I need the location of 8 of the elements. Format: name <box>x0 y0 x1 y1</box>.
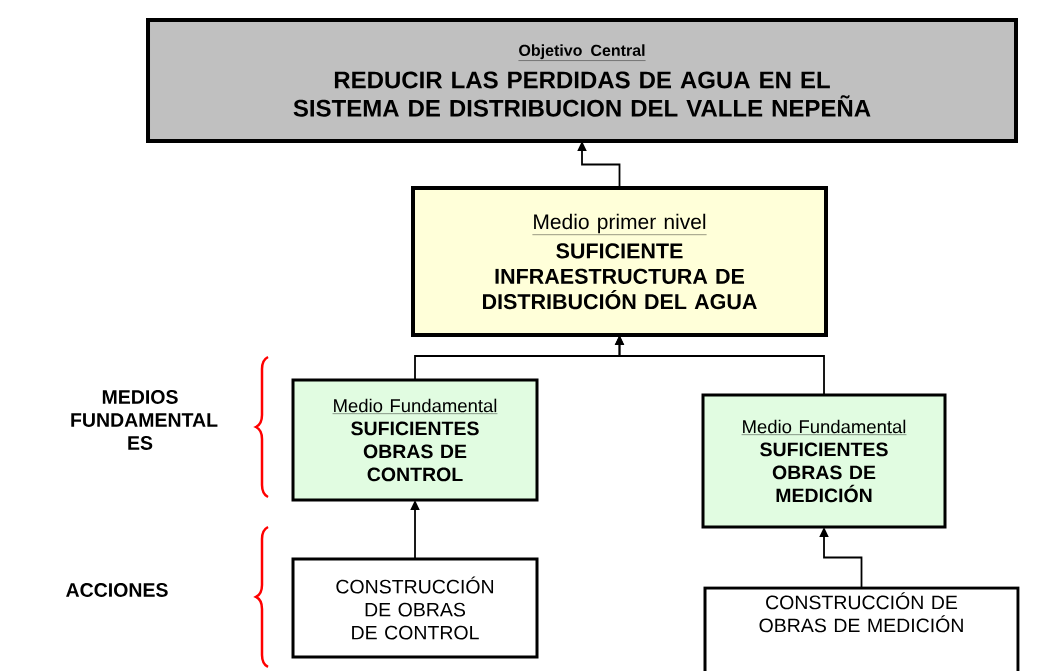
box: Medio primer nivel SUFICIENTE INFRAESTRUCTURA DE DISTRIBUCIÓN DEL AGUA <box>411 186 828 337</box>
side-label: MEDIOS FUNDAMENTAL ES <box>71 390 218 450</box>
box: Medio Fundamental SUFICIENTES OBRAS DE CONTROL <box>291 378 539 502</box>
box: Objetivo Central REDUCIR LAS PERDIDAS DE AGUA EN EL SISTEMA DE DISTRIBUCION DEL VALLE NEPEÑA <box>146 18 1018 143</box>
box: Medio Fundamental SUFICIENTES OBRAS DE MEDICIÓN <box>701 393 947 529</box>
side-label: ACCIONES <box>66 583 168 597</box>
box: CONSTRUCCIÓN DE OBRAS DE MEDICIÓN <box>703 586 1020 671</box>
box: CONSTRUCCIÓN DE OBRAS DE CONTROL <box>291 557 539 659</box>
